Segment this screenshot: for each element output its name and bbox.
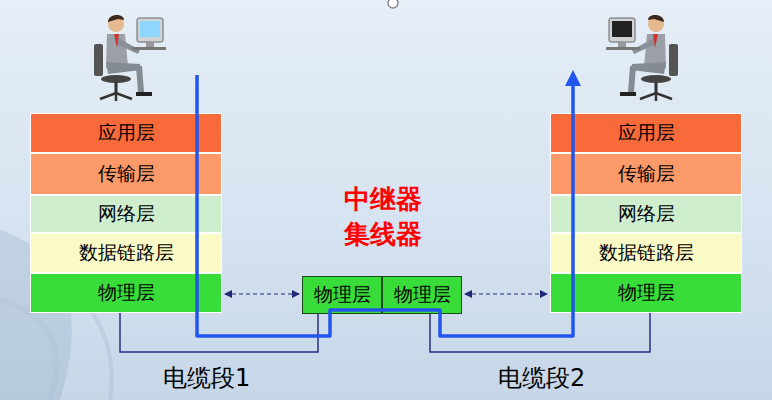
layer-name: 物理层 (314, 282, 371, 308)
layer-box: 应用层 (30, 113, 222, 153)
layer-box: 网络层 (550, 195, 742, 233)
layer-box: 传输层 (550, 153, 742, 195)
layer-name: 传输层 (98, 161, 155, 187)
layer-name: 应用层 (98, 120, 155, 146)
layer-name: 物理层 (394, 282, 451, 308)
cable-segment-label: 电缆段2 (498, 362, 628, 394)
slide-handle (388, 0, 398, 8)
layer-box: 物理层 (550, 273, 742, 313)
layer-box: 网络层 (30, 195, 222, 233)
layer-name: 物理层 (98, 280, 155, 306)
layer-name: 网络层 (98, 201, 155, 227)
cable-line (120, 313, 318, 352)
user-at-computer (606, 15, 678, 101)
data-flow-line (197, 75, 573, 336)
layer-name: 数据链路层 (599, 240, 694, 266)
layer-name: 应用层 (618, 120, 675, 146)
device-name: 中继器 集线器 (338, 182, 428, 252)
cable-segment-label: 电缆段1 (163, 362, 293, 394)
layer-box: 传输层 (30, 153, 222, 195)
layer-box: 物理层 (30, 273, 222, 313)
cable-line (430, 313, 650, 352)
layer-box: 数据链路层 (550, 233, 742, 273)
layer-name: 数据链路层 (79, 240, 174, 266)
layer-name: 网络层 (618, 201, 675, 227)
layer-box: 物理层 (302, 276, 382, 314)
data-flow-arrowhead (565, 70, 581, 86)
peer-protocol-arrow (225, 293, 299, 294)
layer-box: 应用层 (550, 113, 742, 153)
layer-name: 传输层 (618, 161, 675, 187)
peer-protocol-arrow (465, 293, 547, 294)
layer-box: 物理层 (382, 276, 462, 314)
layer-box: 数据链路层 (30, 233, 222, 273)
layer-name: 物理层 (618, 280, 675, 306)
user-at-computer (94, 15, 166, 101)
